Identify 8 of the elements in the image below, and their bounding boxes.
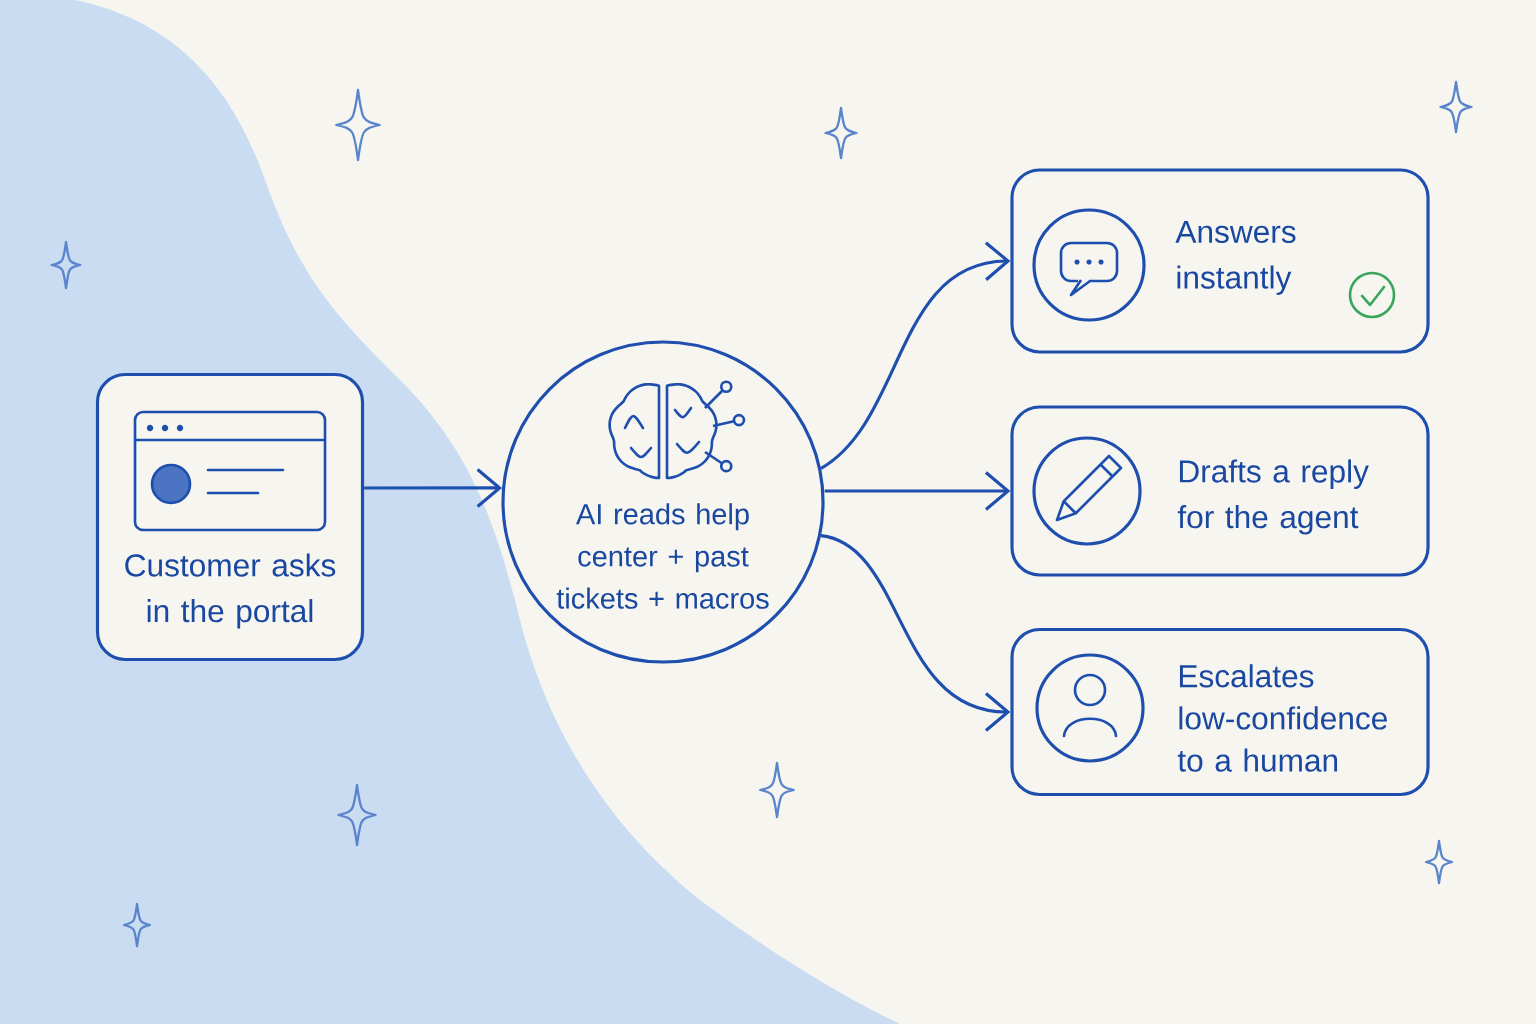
process-box: Customer asks in the portal	[95, 372, 365, 662]
arrow	[364, 468, 503, 508]
process-box: Drafts a reply for the agent	[1010, 405, 1430, 577]
arrow	[824, 471, 1011, 511]
arrow	[820, 241, 1011, 470]
process-box: Answers instantly	[1010, 168, 1430, 354]
process-box: Escalates low-confidence to a human	[1010, 627, 1430, 797]
arrow	[820, 534, 1011, 732]
